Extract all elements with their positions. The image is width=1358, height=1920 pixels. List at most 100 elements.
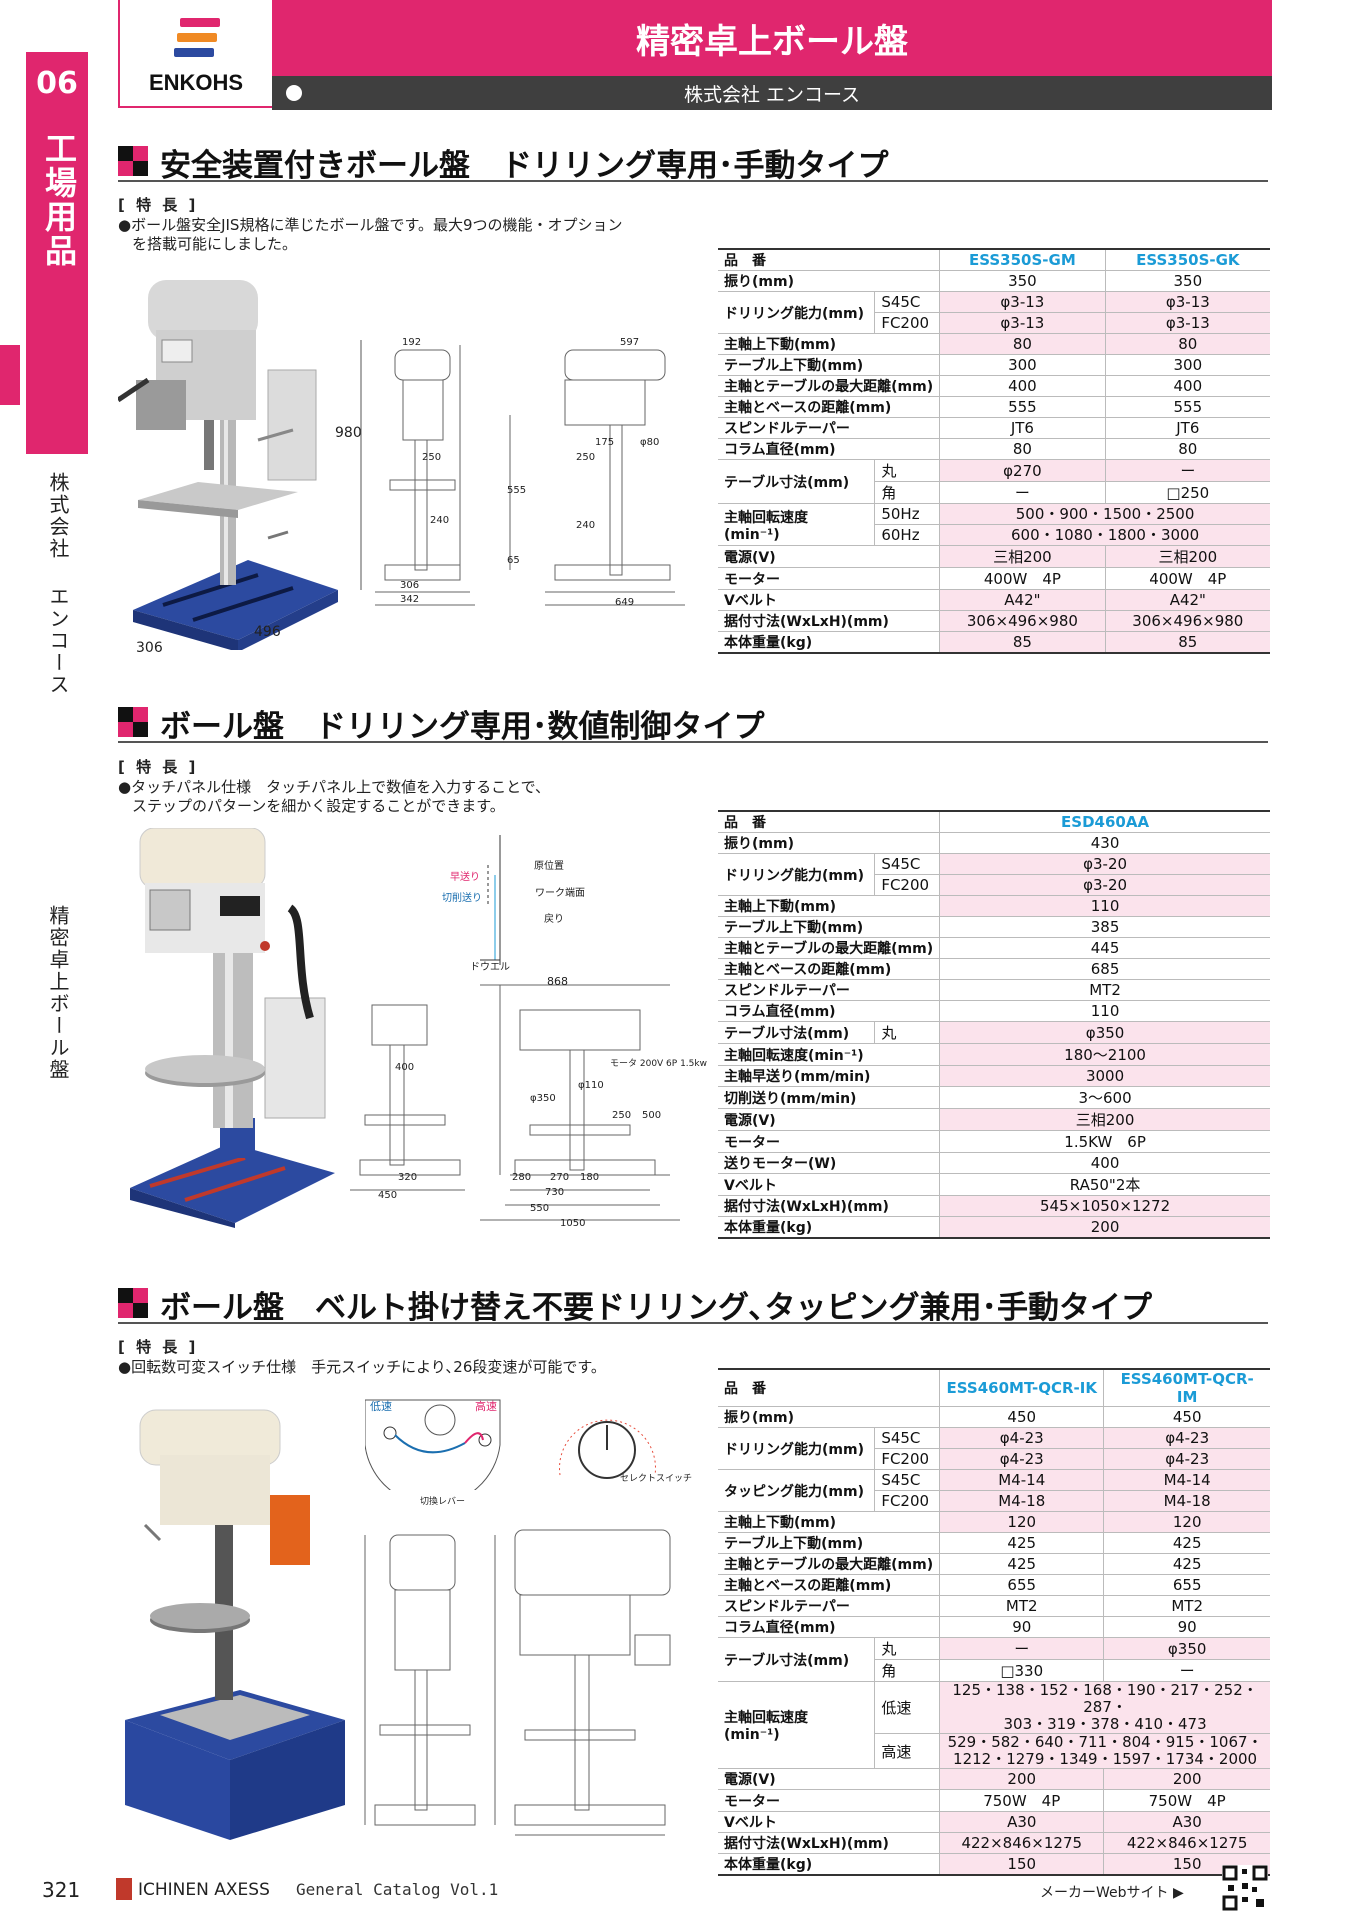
spec-sublabel: S45C bbox=[874, 853, 940, 875]
spec-value: 300 bbox=[1104, 354, 1270, 376]
spec-row: 主軸早送り(mm/min)3000 bbox=[718, 1065, 1270, 1087]
spec-sublabel: FC200 bbox=[874, 874, 940, 896]
spec-value: 750W 4P bbox=[939, 1789, 1104, 1812]
spec-value: 685 bbox=[939, 958, 1270, 980]
spec-row: 本体重量(kg)200 bbox=[718, 1216, 1270, 1239]
dim-label: 342 bbox=[400, 594, 420, 605]
spec-value: 529・582・640・711・804・915・1067・1212・1279・1… bbox=[939, 1733, 1270, 1769]
dim-label: 270 bbox=[550, 1172, 570, 1183]
dim-label: 192 bbox=[402, 337, 422, 348]
spec-label: スピンドルテーパー bbox=[718, 417, 940, 439]
spec-label: 主軸とベースの距離(mm) bbox=[718, 396, 940, 418]
spec-label: テーブル上下動(mm) bbox=[718, 916, 940, 938]
features-text: ●タッチパネル仕様 タッチパネル上で数値を入力することで、 ステップのパターンを… bbox=[118, 778, 551, 815]
spec-value: ー bbox=[939, 1637, 1104, 1660]
spec-value: M4-14 bbox=[939, 1469, 1104, 1491]
qr-code-icon[interactable] bbox=[1222, 1865, 1268, 1911]
section-marker-icon bbox=[118, 707, 148, 737]
spec-row: 電源(V)三相200 bbox=[718, 1108, 1270, 1131]
footer-brand: ICHINEN AXESS bbox=[138, 1880, 270, 1900]
spec-value: ー bbox=[939, 481, 1106, 504]
dim-label: 550 bbox=[530, 1203, 550, 1214]
spec-label: 主軸とベースの距離(mm) bbox=[718, 958, 940, 980]
spec-label: 据付寸法(WxLxH)(mm) bbox=[718, 1832, 940, 1854]
spec-label: 電源(V) bbox=[718, 1768, 940, 1790]
spec-sublabel: 丸 bbox=[874, 1021, 940, 1044]
spec-value: 306×496×980 bbox=[939, 610, 1106, 632]
dim-label: 400 bbox=[395, 1062, 415, 1073]
spec-value: 125・138・152・168・190・217・252・287・303・319・… bbox=[939, 1681, 1270, 1734]
model-number: ESS350S-GK bbox=[1104, 248, 1270, 271]
spec-value: A30 bbox=[1103, 1811, 1270, 1833]
section-3-title: ボール盤 ベルト掛け替え不要ドリリング､タッピング兼用･手動タイプ bbox=[118, 1282, 1268, 1326]
spec-label: 振り(mm) bbox=[718, 832, 940, 854]
spec-value: 110 bbox=[939, 895, 1270, 917]
spec-value: 385 bbox=[939, 916, 1270, 938]
spec-label: 品 番 bbox=[718, 810, 940, 833]
category-tab bbox=[0, 345, 20, 405]
spec-label: テーブル寸法(mm) bbox=[718, 1637, 875, 1682]
model-number: ESD460AA bbox=[939, 810, 1270, 833]
spec-sublabel: S45C bbox=[874, 1469, 940, 1491]
spec-value: 545×1050×1272 bbox=[939, 1195, 1270, 1217]
spec-value: JT6 bbox=[1104, 417, 1270, 439]
spec-value: 422×846×1275 bbox=[1103, 1832, 1270, 1854]
spec-label: 主軸とテーブルの最大距離(mm) bbox=[718, 1553, 940, 1575]
section-marker-icon bbox=[118, 1288, 148, 1318]
spec-label: 品 番 bbox=[718, 248, 940, 271]
dim-label: 555 bbox=[507, 485, 527, 496]
spec-label: 主軸とベースの距離(mm) bbox=[718, 1574, 940, 1596]
spec-value: □250 bbox=[1104, 481, 1270, 504]
dim-label: φ80 bbox=[640, 437, 660, 448]
spec-value: 445 bbox=[939, 937, 1270, 959]
spec-sublabel: 50Hz bbox=[874, 503, 940, 525]
dim-label: 320 bbox=[398, 1172, 418, 1183]
spec-value: A42" bbox=[1104, 589, 1270, 611]
dim-label: 306 bbox=[400, 580, 420, 591]
spec-sublabel: 高速 bbox=[874, 1733, 940, 1769]
spec-row: テーブル上下動(mm)385 bbox=[718, 916, 1270, 938]
spec-sublabel: 丸 bbox=[874, 459, 940, 482]
diagram-label: 原位置 bbox=[534, 861, 564, 872]
maker-label: 株式会社 エンコース bbox=[46, 472, 70, 696]
spec-row: コラム直径(mm)110 bbox=[718, 1000, 1270, 1022]
spec-label: Vベルト bbox=[718, 1811, 940, 1833]
spec-value: 80 bbox=[1104, 333, 1270, 355]
spec-value: 90 bbox=[939, 1616, 1104, 1638]
spec-sublabel: FC200 bbox=[874, 1490, 940, 1512]
spec-label: 主軸回転速度(min⁻¹) bbox=[718, 503, 875, 546]
dim-label: 450 bbox=[378, 1190, 398, 1201]
spec-label: 送りモーター(W) bbox=[718, 1152, 940, 1174]
spec-sublabel: S45C bbox=[874, 1427, 940, 1449]
spec-label: コラム直径(mm) bbox=[718, 1000, 940, 1022]
spec-value: 450 bbox=[1103, 1406, 1270, 1428]
spec-value: 150 bbox=[939, 1853, 1104, 1876]
spec-value: 1.5KW 6P bbox=[939, 1130, 1270, 1153]
spec-value: 655 bbox=[1103, 1574, 1270, 1596]
dim-label: 868 bbox=[547, 975, 568, 988]
spec-value: MT2 bbox=[939, 1595, 1104, 1617]
spec-label: Vベルト bbox=[718, 589, 940, 611]
select-switch-dial bbox=[559, 1419, 656, 1479]
spec-value: 306×496×980 bbox=[1104, 610, 1270, 632]
spec-value: φ3-20 bbox=[939, 853, 1270, 875]
maker-website-link[interactable]: メーカーWebサイト ▶ bbox=[1040, 1885, 1184, 1901]
dim-label: 175 bbox=[595, 437, 615, 448]
spec-label: ドリリング能力(mm) bbox=[718, 853, 875, 896]
